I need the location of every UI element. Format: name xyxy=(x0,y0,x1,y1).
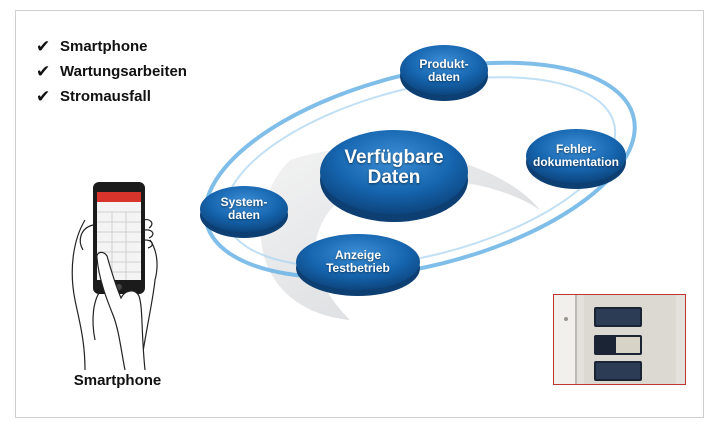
center-node-label: Verfügbare Daten xyxy=(344,147,444,188)
checklist-label: Stromausfall xyxy=(60,88,151,105)
checklist-label: Wartungsarbeiten xyxy=(60,63,187,80)
data-orbit-diagram xyxy=(200,45,637,320)
check-mark-icon: ✔ xyxy=(36,36,51,57)
feature-checklist: ✔ Smartphone ✔ Wartungsarbeiten ✔ Stroma… xyxy=(36,34,187,109)
node-anzeige-testbetrieb xyxy=(296,234,420,290)
node-fehlerdokumentation-label: Fehler- dokumentation xyxy=(533,142,619,169)
hand-holding-smartphone-illustration xyxy=(71,182,158,370)
node-systemdaten xyxy=(200,186,288,232)
smartphone-caption: Smartphone xyxy=(73,372,162,389)
center-node xyxy=(320,130,468,214)
control-panel-image xyxy=(554,295,685,384)
control-panel-photo xyxy=(553,294,686,385)
checklist-item-wartungsarbeiten: ✔ Wartungsarbeiten xyxy=(36,59,187,84)
node-systemdaten-label: System- daten xyxy=(220,195,268,222)
node-produktdaten xyxy=(400,45,488,95)
checklist-label: Smartphone xyxy=(60,38,148,55)
node-anzeige-testbetrieb-label: Anzeige Testbetrieb xyxy=(326,248,390,275)
check-mark-icon: ✔ xyxy=(36,61,51,82)
check-mark-icon: ✔ xyxy=(36,86,51,107)
node-fehlerdokumentation xyxy=(526,129,626,183)
checklist-item-stromausfall: ✔ Stromausfall xyxy=(36,84,187,109)
checklist-item-smartphone: ✔ Smartphone xyxy=(36,34,187,59)
node-produktdaten-label: Produkt- daten xyxy=(419,57,469,84)
